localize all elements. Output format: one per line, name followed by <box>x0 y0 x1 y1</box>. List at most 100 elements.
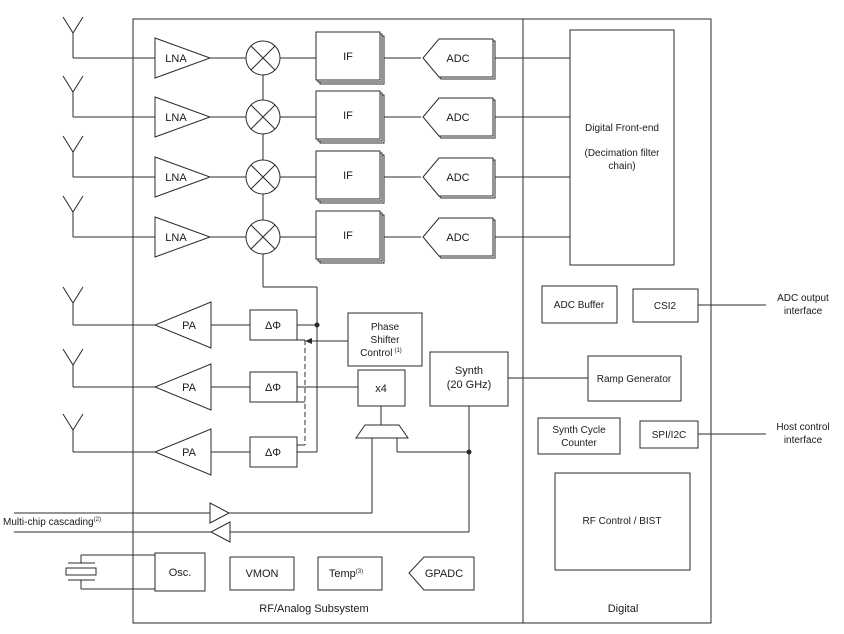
gpadc-block: GPADC <box>408 556 475 591</box>
mixer-icon <box>245 159 281 195</box>
lna-block <box>154 96 212 138</box>
synth-cycle-counter-block: Synth Cycle Counter <box>537 417 621 455</box>
if-label: IF <box>343 230 353 242</box>
if-label: IF <box>343 170 353 182</box>
csi2-block: CSI2 <box>632 288 699 323</box>
adc-output-interface-label-2: interface <box>784 306 823 317</box>
mux-icon <box>355 424 409 439</box>
if-block: IF <box>315 150 385 204</box>
csi2-label: CSI2 <box>654 301 677 312</box>
spi-i2c-label: SPI/I2C <box>652 430 686 441</box>
lna-label: LNA <box>165 232 187 244</box>
if-block: IF <box>315 210 385 264</box>
junction-dot <box>466 449 472 455</box>
lo-distribution <box>262 75 320 452</box>
rf-control-bist-label: RF Control / BIST <box>583 516 662 527</box>
adc-block: ADC <box>422 157 496 199</box>
dfe-label-1: Digital Front-end <box>585 123 659 134</box>
temp-label: Temp(3) <box>329 568 363 580</box>
x4-multiplier-block: x4 <box>357 369 406 407</box>
phase-shifter-label: ΔΦ <box>265 382 281 394</box>
dfe-label-2: (Decimation filter <box>584 148 660 159</box>
synth-cycle-counter-label-1: Synth Cycle <box>552 425 606 436</box>
lna-label: LNA <box>165 112 187 124</box>
input-buffer-icon <box>209 521 231 543</box>
tx-antenna-icon <box>62 348 84 387</box>
lna-block <box>154 156 212 198</box>
phase-shifter-block <box>249 371 298 403</box>
footnote-3: (3) <box>356 569 363 575</box>
synth-block: Synth (20 GHz) <box>429 351 509 407</box>
pa-label: PA <box>182 320 197 332</box>
ramp-generator-block: Ramp Generator <box>587 355 682 402</box>
tx-antenna-icon <box>62 413 84 452</box>
host-control-interface-label-2: interface <box>784 435 823 446</box>
digital-label: Digital <box>608 603 639 615</box>
phase-shifter-label: ΔΦ <box>265 320 281 332</box>
vmon-label: VMON <box>246 568 279 580</box>
transmit-chain-1: PA ΔΦ <box>62 286 317 349</box>
rx-antenna-icon <box>62 75 84 117</box>
if-label: IF <box>343 51 353 63</box>
rf-control-bist-block: RF Control / BIST <box>554 472 691 571</box>
ramp-generator-label: Ramp Generator <box>597 374 672 385</box>
lna-label: LNA <box>165 172 187 184</box>
synth-label-1: Synth <box>455 365 483 377</box>
phase-control-bus <box>297 338 348 446</box>
adc-buffer-block: ADC Buffer <box>541 285 618 324</box>
footnote-1: (1) <box>394 348 401 354</box>
multi-chip-label: Multi-chip cascading(2) <box>3 517 101 528</box>
rx-antenna-icon <box>62 135 84 177</box>
lna-label: LNA <box>165 53 187 65</box>
osc-label: Osc. <box>169 567 192 579</box>
if-block: IF <box>315 31 385 85</box>
adc-output-interface-label-1: ADC output <box>777 293 829 304</box>
receive-chain-3: LNA IF ADC <box>62 135 570 204</box>
lna-block <box>154 37 212 79</box>
multi-chip-cascading: Multi-chip cascading(2) <box>3 438 469 543</box>
vmon-block: VMON <box>229 556 295 591</box>
pa-label: PA <box>182 447 197 459</box>
adc-label: ADC <box>446 232 469 244</box>
phase-shifter-block <box>249 436 298 468</box>
adc-block: ADC <box>422 38 496 80</box>
dfe-label-3: chain) <box>608 161 635 172</box>
phase-shifter-control-label-1: Phase <box>371 322 400 333</box>
arrowhead <box>305 338 312 344</box>
phase-shifter-block <box>249 309 298 341</box>
adc-block: ADC <box>422 217 496 259</box>
mixer-icon <box>245 99 281 135</box>
phase-shifter-control-block: Phase Shifter Control(1) <box>347 312 423 367</box>
receive-chain-4: LNA IF ADC <box>62 195 570 264</box>
phase-shifter-control-label-2: Shifter <box>371 335 401 346</box>
if-block: IF <box>315 90 385 144</box>
mixer-icon <box>245 40 281 76</box>
phase-shifter-control-label-3: Control(1) <box>360 348 402 359</box>
tx-antenna-icon <box>62 286 84 325</box>
temp-block: Temp(3) <box>317 556 383 591</box>
if-label: IF <box>343 110 353 122</box>
osc-block: Osc. <box>154 552 206 592</box>
host-control-interface-label-1: Host control <box>776 422 829 433</box>
adc-block: ADC <box>422 97 496 139</box>
spi-i2c-block: SPI/I2C <box>639 420 699 449</box>
adc-label: ADC <box>446 172 469 184</box>
adc-buffer-label: ADC Buffer <box>554 300 605 311</box>
transmit-chain-3: PA ΔΦ <box>62 413 317 476</box>
output-buffer-icon <box>209 502 231 524</box>
synth-cycle-counter-label-2: Counter <box>561 438 597 449</box>
synth-label-2: (20 GHz) <box>447 379 492 391</box>
rx-antenna-icon <box>62 16 84 58</box>
footnote-2: (2) <box>94 517 101 523</box>
transmit-chain-2: PA ΔΦ <box>62 348 358 411</box>
rx-antenna-icon <box>62 195 84 237</box>
receive-chain-2: LNA IF ADC <box>62 75 570 144</box>
adc-label: ADC <box>446 53 469 65</box>
rf-analog-subsystem-label: RF/Analog Subsystem <box>259 603 368 615</box>
digital-front-end-block: Digital Front-end (Decimation filter cha… <box>569 29 675 266</box>
gpadc-label: GPADC <box>425 568 463 580</box>
adc-label: ADC <box>446 112 469 124</box>
phase-shifter-label: ΔΦ <box>265 447 281 459</box>
lna-block <box>154 216 212 258</box>
receive-chain-1: LNA IF ADC <box>62 16 570 85</box>
